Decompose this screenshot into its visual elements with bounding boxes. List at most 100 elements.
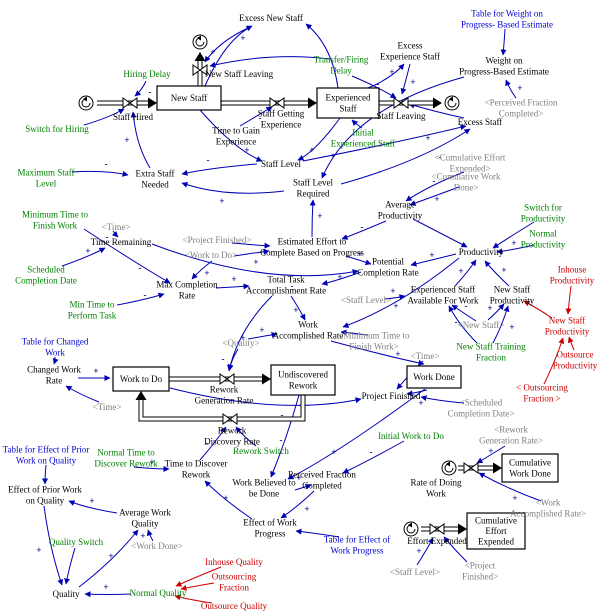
variable-label-quality[interactable]: Quality [53,589,80,599]
stock-box-undiscovered-rework[interactable] [270,364,336,396]
staff-getting-experience-valve[interactable] [269,97,285,109]
stock-box-work-done[interactable] [406,365,462,389]
variable-label-outsource-quality[interactable]: Outsource Quality [201,601,268,611]
variable-label-staff-hired[interactable]: Staff Hired [113,112,154,122]
variable-label-effort-expended[interactable]: Effort Expended [407,536,467,546]
stock-box-work-to-do[interactable] [112,366,170,392]
shadow-variable-time[interactable]: <Time> [93,402,122,412]
shadow-variable-staff-level[interactable]: <Staff Level> [341,295,391,305]
variable-label-productivity[interactable]: Productivity [459,247,504,257]
stock-work-done[interactable]: Work Done [406,365,462,389]
shadow-variable-work-done[interactable]: <Work Done> [131,541,183,551]
rate-of-doing-work-valve[interactable] [463,462,479,474]
shadow-variable-quality[interactable]: <Quality> [222,338,259,348]
variable-label-quality-switch[interactable]: Quality Switch [49,537,104,547]
variable-label-excess-new-staff[interactable]: Excess New Staff [239,13,303,23]
stock-box-experienced-staff[interactable] [316,87,380,119]
variable-label-time-remaining[interactable]: Time Remaining [91,237,152,247]
staff-leaving-valve[interactable] [393,97,409,109]
staff-hired-valve[interactable] [122,97,138,109]
variable-label-hiring-delay[interactable]: Hiring Delay [123,69,171,79]
variable-label-rework-switch[interactable]: Rework Switch [233,446,289,456]
variable-label-normal-quality[interactable]: Normal Quality [130,588,187,598]
shadow-variable-time[interactable]: <Time> [411,351,440,361]
variable-label-excess-staff[interactable]: Excess Staff [458,117,503,127]
stock-box-cumulative-work-done[interactable] [501,453,559,483]
variable-label-staff-leaving[interactable]: Staff Leaving [376,111,426,121]
rework-discovery-valve[interactable] [222,413,238,425]
stock-work-to-do[interactable]: Work to Do [112,366,170,392]
variable-label-new-staff-leaving[interactable]: New Staff Leaving [205,69,274,79]
variable-label-inhouse-quality[interactable]: Inhouse Quality [205,557,263,567]
variable-label-initial-work-to-do[interactable]: Initial Work to Do [378,431,444,441]
stock-new-staff[interactable]: New Staff [156,85,222,111]
stock-box-cumulative-effort-expended[interactable] [466,512,526,550]
new-staff-leaving-valve[interactable] [192,64,208,76]
rework-generation-valve[interactable] [219,373,235,385]
variable-label-project-finished[interactable]: Project Finished [362,391,421,401]
shadow-variable-new-staff[interactable]: <New Staff> [458,320,505,330]
variable-label-switch-for-hiring[interactable]: Switch for Hiring [25,124,89,134]
effort-expended-valve[interactable] [429,523,445,535]
stock-box-new-staff[interactable] [156,85,222,111]
shadow-variable-time[interactable]: <Time> [102,222,131,232]
variable-label-staff-level[interactable]: Staff Level [261,159,302,169]
shadow-variable-work-to-do[interactable]: <Work to Do> [185,250,237,260]
shadow-variable-project-finished[interactable]: <Project Finished> [183,235,252,245]
shadow-variable-staff-level[interactable]: <Staff Level> [390,567,440,577]
